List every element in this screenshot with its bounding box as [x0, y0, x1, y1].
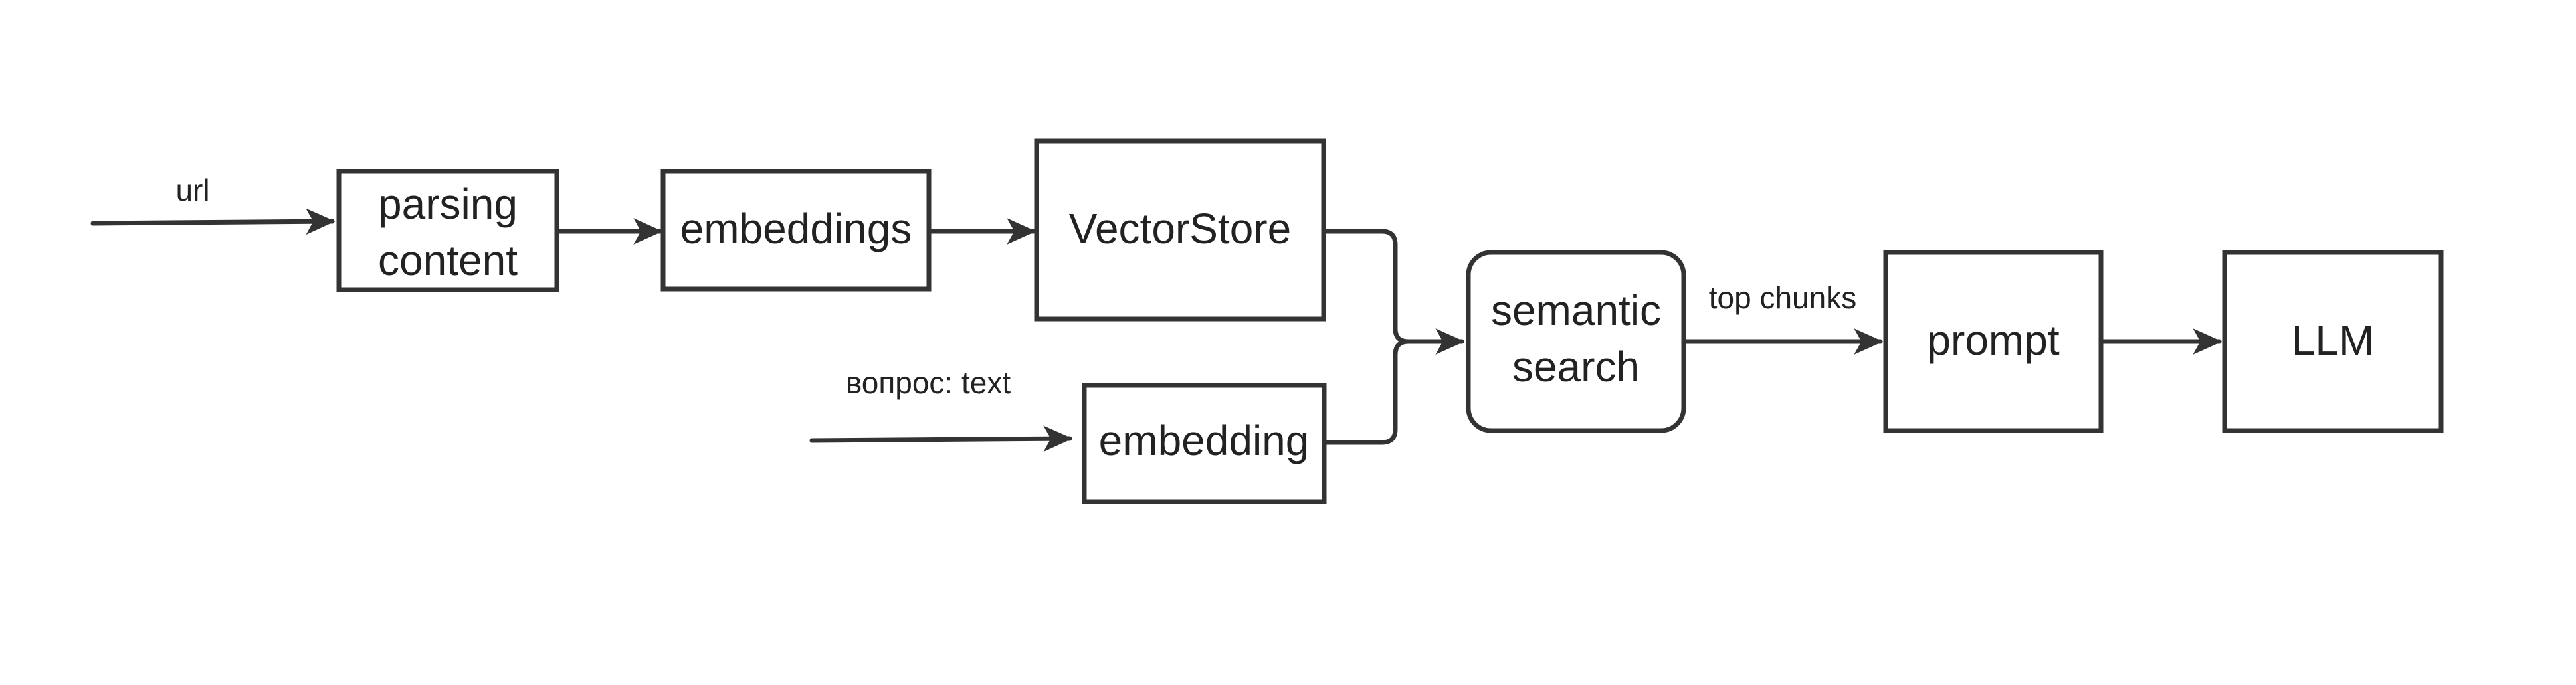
semantic-search-label-line2: search	[1512, 343, 1640, 391]
semantic-search-node: semantic search	[1466, 250, 1686, 433]
vectorstore-node: VectorStore	[1034, 138, 1326, 322]
embedding-label: embedding	[1099, 417, 1310, 464]
question-input-arrow	[809, 425, 1073, 452]
parsing-content-node: parsing content	[336, 169, 559, 292]
llm-label: LLM	[2292, 316, 2375, 364]
question-label: вопрос: text	[846, 365, 1011, 400]
vectorstore-label: VectorStore	[1069, 205, 1291, 252]
embedding-node: embedding	[1082, 383, 1327, 504]
semantic-search-label-line1: semantic	[1491, 286, 1661, 334]
embeddings-label: embeddings	[680, 205, 912, 252]
url-label: url	[175, 173, 209, 207]
parsing-content-label-line1: parsing	[378, 180, 518, 228]
parsing-content-label-line2: content	[378, 237, 518, 284]
embedding-to-search-connector	[1322, 339, 1464, 445]
prompt-label: prompt	[1927, 316, 2059, 364]
prompt-node: prompt	[1883, 250, 2104, 433]
top-chunks-label: top chunks	[1709, 280, 1856, 315]
vectorstore-to-search-connector	[1321, 229, 1465, 355]
url-input-arrow	[90, 208, 336, 235]
embeddings-node: embeddings	[660, 169, 932, 292]
llm-node: LLM	[2222, 250, 2444, 433]
